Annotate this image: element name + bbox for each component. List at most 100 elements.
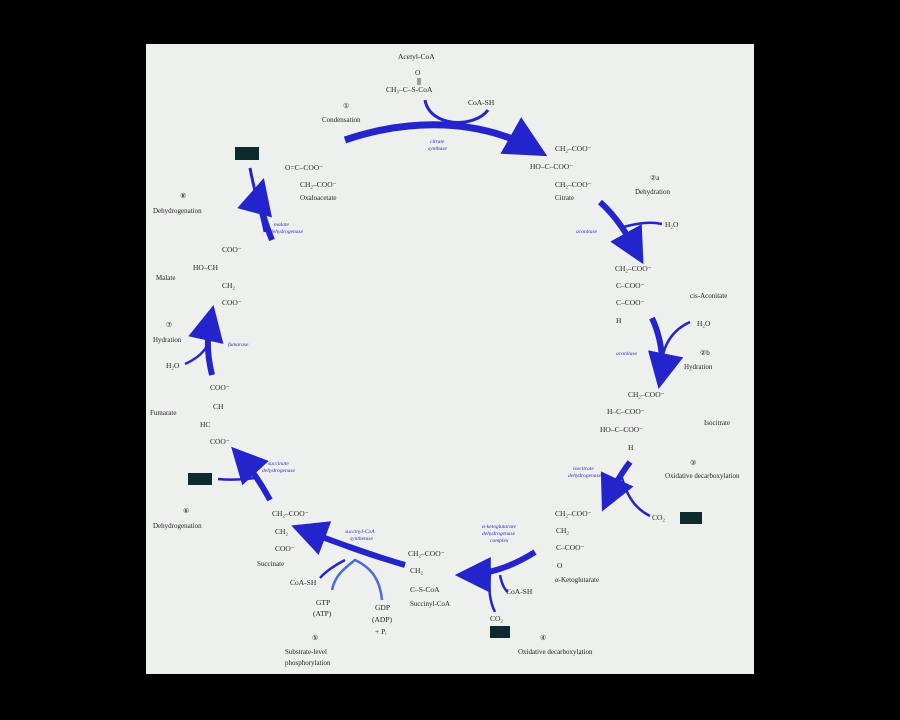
isocitrate-dh-arrow: [600, 460, 634, 512]
enzyme-succinyl-coa-synthetase-2: synthetase: [350, 536, 373, 542]
step-3-label: Oxidative decarboxylation: [665, 472, 740, 480]
condensation-arrow: [343, 117, 548, 157]
fumarate-line1: COO⁻: [210, 383, 230, 392]
cis-aconitate-name: cis-Aconitate: [690, 292, 727, 300]
step-2b-label: Hydration: [684, 363, 713, 371]
akg-line1: CH₂–COO⁻: [555, 509, 592, 518]
fumarate-name: Fumarate: [150, 409, 176, 417]
succinyl-coa-line3: C–S-CoA: [410, 585, 440, 594]
cis-aconitate-line4: H: [616, 316, 622, 325]
aconitase-arrow-1: [597, 199, 644, 265]
isocitrate-name: Isocitrate: [704, 419, 730, 427]
enzyme-malate-dh-1: malate: [274, 222, 290, 228]
step-6-label: Dehydrogenation: [153, 522, 202, 530]
cis-aconitate-line1: CH₂–COO⁻: [615, 264, 652, 273]
step-7-label: Hydration: [153, 336, 182, 344]
malate-line2: HO–CH: [193, 263, 219, 272]
step-2a-label: Dehydration: [635, 188, 670, 196]
water-3: H₂O: [166, 361, 180, 370]
succinate-line2: CH₂: [275, 527, 288, 536]
akg-line4: O: [557, 561, 563, 570]
enzyme-citrate-synthase-1: citrate: [430, 139, 445, 145]
co2-2: CO₂: [490, 614, 503, 623]
water-1: H₂O: [665, 220, 679, 229]
coa-sh-top: CoA-SH: [468, 98, 495, 107]
nadh-box-oxaloacetate: [235, 147, 259, 160]
co2-1: CO₂: [652, 513, 665, 522]
nadh-box-isocitrate: [680, 512, 702, 524]
enzyme-isocitrate-dh-2: dehydrogenase: [568, 473, 602, 479]
enzyme-succinyl-coa-synthetase-1: succinyl-CoA: [345, 529, 375, 535]
step-5-num: ⑤: [312, 634, 318, 642]
enzyme-akg-dh-1: α-ketoglutarate: [482, 524, 517, 530]
enzyme-succinate-dh-1: succinate: [268, 461, 289, 467]
gtp-line1: GTP: [316, 598, 330, 607]
water-entry-arrow: [660, 320, 691, 361]
enzyme-aconitase-1: aconitase: [576, 229, 598, 235]
akg-dh-arrow: [454, 549, 537, 593]
succinyl-coa-synthetase-arrow: [291, 521, 406, 568]
fumarate-line3: HC: [200, 420, 210, 429]
nadh-box-akg: [490, 626, 510, 638]
enzyme-malate-dh-2: dehydrogenase: [270, 229, 304, 235]
coa-release-arrow: [319, 558, 346, 579]
acetyl-coa-name: Acetyl-CoA: [398, 52, 435, 61]
malate-name: Malate: [156, 274, 175, 282]
enzyme-citrate-synthase-2: synthase: [428, 146, 448, 152]
step-7-num: ⑦: [166, 321, 172, 329]
gdp-line3: + Pᵢ: [375, 627, 387, 636]
step-8-label: Dehydrogenation: [153, 207, 202, 215]
step-5-label-2: phosphorylation: [285, 659, 331, 667]
succinyl-coa-line1: CH₂–COO⁻: [408, 549, 445, 558]
fumarate-line4: COO⁻: [210, 437, 230, 446]
malate-line4: COO⁻: [222, 298, 242, 307]
fumarase-arrow: [188, 304, 224, 376]
step-1-label: Condensation: [322, 116, 361, 124]
isocitrate-line2: H–C–COO⁻: [607, 407, 645, 416]
fadh2-box: [188, 473, 212, 485]
gdp-line1: GDP: [375, 603, 390, 612]
cis-aconitate-line3: C–COO⁻: [616, 298, 645, 307]
step-4-num: ④: [540, 634, 546, 642]
isocitrate-line3: HO–C–COO⁻: [600, 425, 643, 434]
succinate-name: Succinate: [257, 560, 284, 568]
water-2: H₂O: [697, 319, 711, 328]
gdp-gtp-arrow: [330, 558, 384, 601]
water-entry-arrow-7: [184, 343, 210, 366]
step-3-num: ③: [690, 459, 696, 467]
step-2a-num: ②a: [650, 174, 660, 182]
succinyl-coa-line2: CH₂: [410, 566, 423, 575]
akg-line2: CH₂: [556, 526, 569, 535]
citrate-line2: HO–C–COO⁻: [530, 162, 573, 171]
citrate-line1: CH₂–COO⁻: [555, 144, 592, 153]
isocitrate-line4: H: [628, 443, 634, 452]
step-2b-num: ②b: [700, 349, 710, 357]
cis-aconitate-line2: C–COO⁻: [616, 281, 645, 290]
oxaloacetate-line2: CH₂–COO⁻: [300, 180, 337, 189]
succinate-dh-arrow: [231, 446, 273, 502]
co2-release-arrow-2: [487, 573, 497, 613]
isocitrate-line1: CH₂–COO⁻: [628, 390, 665, 399]
citrate-line3: CH₂–COO⁻: [555, 180, 592, 189]
acetyl-coa-formula: CH₃–C–S-CoA: [386, 85, 433, 94]
enzyme-akg-dh-2: dehydrogenase: [482, 531, 516, 537]
coa-entry-arrow: [498, 574, 509, 594]
enzyme-akg-dh-3: complex: [490, 538, 509, 544]
enzyme-fumarase: fumarase: [228, 341, 249, 348]
fadh2-release-arrow: [217, 476, 256, 481]
enzyme-aconitase-2: aconitase: [616, 351, 638, 357]
svg-text:O: O: [415, 68, 421, 77]
succinate-line1: CH₂–COO⁻: [272, 509, 309, 518]
akg-name: α-Ketoglutarate: [555, 576, 599, 584]
step-8-num: ⑧: [180, 192, 186, 200]
oxaloacetate-line1: O=C–COO⁻: [285, 163, 323, 172]
succinate-line3: COO⁻: [275, 544, 295, 553]
co2-release-arrow-1: [620, 477, 651, 518]
gdp-line2: (ADP): [372, 615, 393, 624]
succinyl-coa-name: Succinyl-CoA: [410, 600, 450, 608]
citrate-name: Citrate: [555, 194, 574, 202]
water-release-arrow: [619, 221, 663, 230]
step-4-label: Oxidative decarboxylation: [518, 648, 593, 656]
malate-line1: COO⁻: [222, 245, 242, 254]
